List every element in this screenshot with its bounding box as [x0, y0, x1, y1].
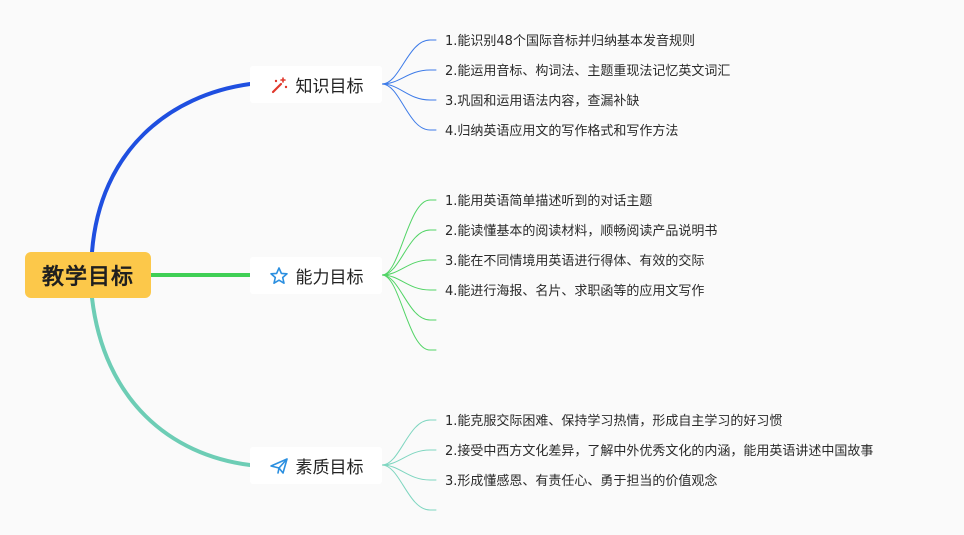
magic-wand-icon: [269, 75, 289, 95]
root-to-knowledge-line: [90, 82, 252, 254]
leaf-connector-0-1: [381, 69, 437, 85]
branch-label: 能力目标: [295, 268, 364, 288]
branch-quality[interactable]: 素质目标: [250, 447, 382, 484]
leaf-quality-1[interactable]: 1.能克服交际困难、保持学习热情，形成自主学习的好习惯: [445, 414, 783, 429]
leaf-ability-3[interactable]: 3.能在不同情境用英语进行得体、有效的交际: [445, 254, 705, 269]
leaf-connector-1-0: [381, 199, 437, 276]
leaf-connector-0-3: [381, 83, 437, 131]
leaf-knowledge-4[interactable]: 4.归纳英语应用文的写作格式和写作方法: [445, 124, 679, 139]
root-node[interactable]: 教学目标: [25, 252, 151, 298]
leaf-connector-2-0: [381, 419, 437, 466]
leaf-ability-1[interactable]: 1.能用英语简单描述听到的对话主题: [445, 194, 653, 209]
leaf-connector-1-5: [381, 274, 437, 351]
leaf-connector-1-3: [381, 274, 437, 291]
leaf-connector-1-4: [381, 274, 437, 321]
leaf-connector-0-2: [381, 83, 437, 101]
star-icon: [269, 266, 289, 286]
root-label: 教学目标: [41, 265, 134, 290]
leaf-connector-2-2: [381, 464, 437, 481]
leaf-knowledge-2[interactable]: 2.能运用音标、构词法、主题重现法记忆英文词汇: [445, 64, 731, 79]
leaf-ability-2[interactable]: 2.能读懂基本的阅读材料，顺畅阅读产品说明书: [445, 224, 718, 239]
branch-ability[interactable]: 能力目标: [250, 257, 382, 294]
leaf-connector-0-0: [381, 39, 437, 85]
leaf-connector-2-1: [381, 449, 437, 466]
branch-knowledge[interactable]: 知识目标: [250, 66, 382, 103]
leaf-connector-2-3: [381, 464, 437, 511]
root-to-quality-line: [90, 296, 252, 467]
leaf-ability-4[interactable]: 4.能进行海报、名片、求职函等的应用文写作: [445, 284, 705, 299]
leaf-quality-2[interactable]: 2.接受中西方文化差异，了解中外优秀文化的内涵，能用英语讲述中国故事: [445, 444, 874, 459]
branch-label: 素质目标: [295, 458, 364, 478]
leaf-knowledge-3[interactable]: 3.巩固和运用语法内容，查漏补缺: [445, 94, 640, 109]
leaf-knowledge-1[interactable]: 1.能识别48个国际音标并归纳基本发音规则: [445, 34, 695, 49]
branch-label: 知识目标: [295, 77, 364, 97]
paper-plane-icon: [269, 456, 289, 476]
leaf-connector-1-2: [381, 259, 437, 276]
leaf-quality-3[interactable]: 3.形成懂感恩、有责任心、勇于担当的价值观念: [445, 474, 718, 489]
leaf-connector-1-1: [381, 229, 437, 276]
